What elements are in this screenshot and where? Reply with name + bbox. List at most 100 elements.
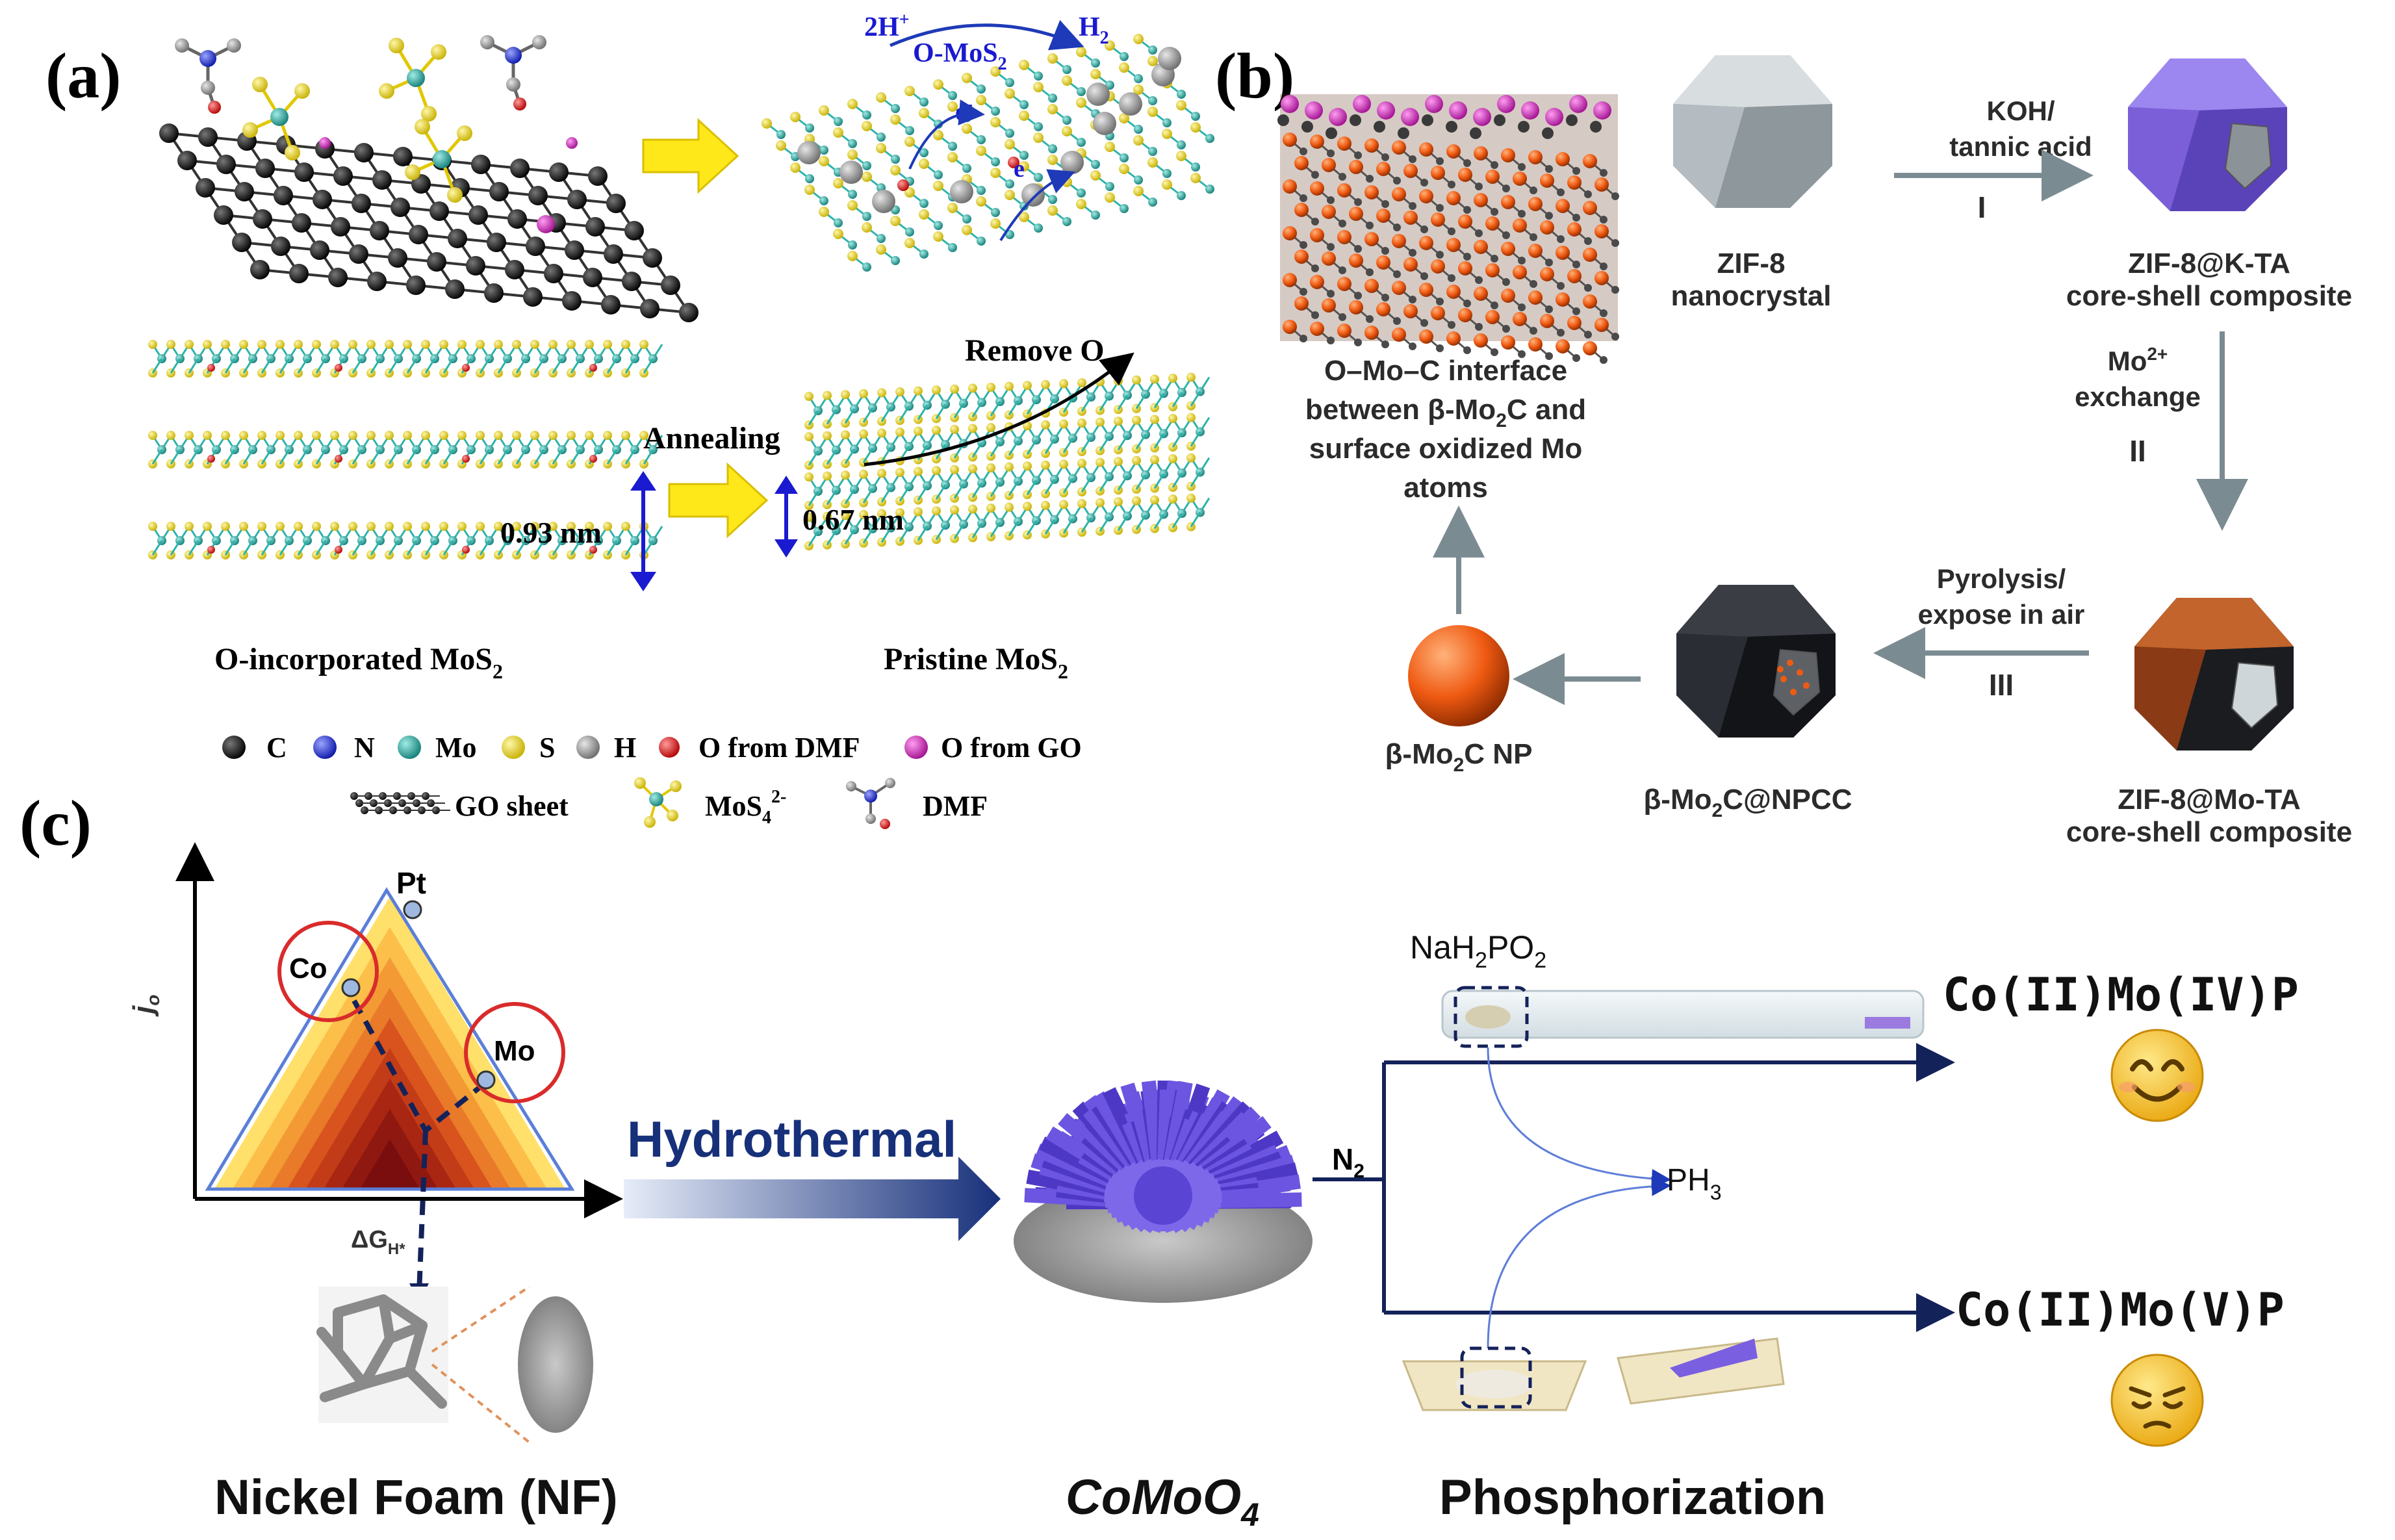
electron-arc-2 [999, 169, 1075, 242]
sad-face-icon [2110, 1354, 2204, 1447]
legend-h-swatch [576, 736, 600, 759]
legend-c: C [266, 732, 287, 764]
legend-c-swatch [222, 736, 246, 759]
legend-mos4-sup: 2- [771, 787, 786, 807]
svg-text:H2: H2 [1079, 12, 1109, 48]
electron-label: e [955, 97, 967, 126]
svg-text:e-: e- [955, 94, 973, 126]
step1-text-1: KOH/ [1987, 96, 2055, 126]
svg-text:Mo2+: Mo2+ [2108, 344, 2168, 376]
zif8mo-label-1: ZIF-8@Mo-TA [2118, 784, 2301, 815]
remove-o-label: Remove O [965, 333, 1105, 368]
spacing-right-label: 0.67 nm [802, 503, 904, 536]
volcano-dashed-path [352, 999, 493, 1294]
comoo4-substrate-disk [1014, 1179, 1313, 1303]
svg-text:N2: N2 [1332, 1142, 1364, 1182]
mo-highlight-circle [464, 1002, 565, 1103]
remove-o-arrow [864, 352, 1134, 467]
svg-text:O-MoS2: O-MoS2 [913, 38, 1007, 74]
nah2po2-powder-top [1465, 1005, 1511, 1029]
zif8k-label-1: ZIF-8@K-TA [2128, 248, 2290, 279]
step3-numeral: III [1989, 668, 2014, 702]
ph3-flow-bottom [1487, 1176, 1671, 1349]
interface-text-4: atoms [1403, 472, 1488, 504]
interface-text-2: between β-Mo [1305, 394, 1496, 426]
legend-h: H [614, 732, 636, 764]
atom-legend: C N Mo S H O from DMF O from GO GO sheet… [222, 732, 1082, 829]
legend-mo: Mo [435, 732, 477, 764]
panel-a-label: (a) [45, 40, 122, 112]
panel-b: (b) O–Mo–C interface between β-Mo2C and … [1215, 40, 2352, 848]
happy-face-icon [2110, 1029, 2204, 1122]
volcano-outline [205, 887, 575, 1191]
hydrothermal-label: Hydrothermal [627, 1110, 956, 1168]
volcano-x-sub: H* [388, 1240, 405, 1258]
pyrolysis-text-2: expose in air [1918, 599, 2085, 630]
sample-in-boat [1670, 1339, 1758, 1378]
interface-text-2-sub: 2 [1496, 410, 1507, 431]
np-label-sub: 2 [1454, 754, 1465, 776]
pt-point [403, 900, 422, 919]
product-top-label: Co(II)Mo(IV)P [1943, 968, 2299, 1021]
panel-a: (a) 2H+ O-MoS2 H2 e- e [45, 10, 1214, 829]
svg-text:between β-Mo2C and: between β-Mo2C and [1305, 394, 1586, 431]
np-label-end: C NP [1464, 738, 1532, 770]
caption-pristine: Pristine MoS [884, 642, 1058, 676]
interface-text-2-end: C and [1507, 394, 1586, 426]
nah2po2-label-b: PO [1487, 929, 1534, 966]
npcc-label-sub: 2 [1712, 800, 1723, 821]
product-bottom-label: Co(II)Mo(V)P [1956, 1283, 2285, 1337]
legend-o-dmf-swatch [659, 737, 680, 758]
reaction-left-sup: + [899, 10, 910, 30]
yellow-arrow-mid [668, 462, 769, 539]
co-label: Co [289, 953, 327, 984]
nickel-foam-disk [518, 1296, 593, 1433]
zif8-label-1: ZIF-8 [1717, 248, 1785, 279]
legend-o-go-swatch [904, 736, 928, 759]
legend-s: S [539, 732, 555, 764]
legend-dmf: DMF [923, 790, 988, 822]
mo-exchange-sup: 2+ [2147, 344, 2168, 364]
comoo4-label: CoMoO [1066, 1470, 1241, 1525]
n2-label: N [1332, 1142, 1353, 1176]
legend-mos4-swatch [634, 777, 682, 828]
ph3-flow-top [1487, 1047, 1671, 1188]
reaction-right-text: H [1079, 12, 1100, 42]
ph3-label: PH [1667, 1163, 1710, 1198]
legend-n: N [354, 732, 375, 764]
o-incorporated-layers [148, 340, 663, 559]
annealing-label: Annealing [643, 421, 780, 456]
svg-text:jo: jo [127, 995, 163, 1017]
nah2po2-sub-1: 2 [1475, 948, 1487, 973]
pristine-layers [804, 372, 1210, 550]
legend-go-sheet-swatch [350, 792, 450, 814]
volcano-y-sub: o [143, 995, 163, 1006]
hydrothermal-arrow [624, 1157, 1001, 1241]
zif8-nanocrystal-polyhedron [1673, 55, 1832, 208]
zif8mo-label-2: core-shell composite [2066, 816, 2352, 848]
nah2po2-box-bottom [1460, 1346, 1532, 1409]
nickel-foam-label: Nickel Foam (NF) [214, 1470, 618, 1525]
panel-c: (c) jo Pt Co Mo ΔGH* Nickel Foam (NF) [19, 787, 2299, 1533]
electron-sup: - [967, 94, 973, 114]
np-label: β-Mo [1385, 738, 1454, 770]
nah2po2-sub-2: 2 [1534, 948, 1546, 973]
phosphorization-label: Phosphorization [1439, 1470, 1826, 1525]
electron-arc-1 [908, 99, 985, 170]
go-sheet-illustration [159, 35, 698, 322]
npcc-label-end: C@NPCC [1723, 784, 1852, 815]
nah2po2-label: NaH [1410, 929, 1475, 966]
reaction-mid-sub: 2 [998, 54, 1007, 74]
legend-mos4: MoS [705, 790, 762, 822]
svg-text:Pristine MoS2: Pristine MoS2 [884, 642, 1068, 683]
reaction-arc [890, 19, 1084, 51]
svg-text:β-Mo2C@NPCC: β-Mo2C@NPCC [1643, 784, 1852, 821]
mo-exchange-text: Mo [2108, 346, 2147, 376]
legend-o-dmf: O from DMF [698, 732, 860, 764]
legend-mos4-sub: 4 [762, 808, 771, 828]
pyrolysis-text-1: Pyrolysis/ [1937, 563, 2066, 594]
reaction-right-sub: 2 [1100, 28, 1109, 48]
svg-text:PH3: PH3 [1667, 1163, 1721, 1204]
zif8k-label-2: core-shell composite [2066, 280, 2352, 312]
legend-o-go: O from GO [941, 732, 1082, 764]
